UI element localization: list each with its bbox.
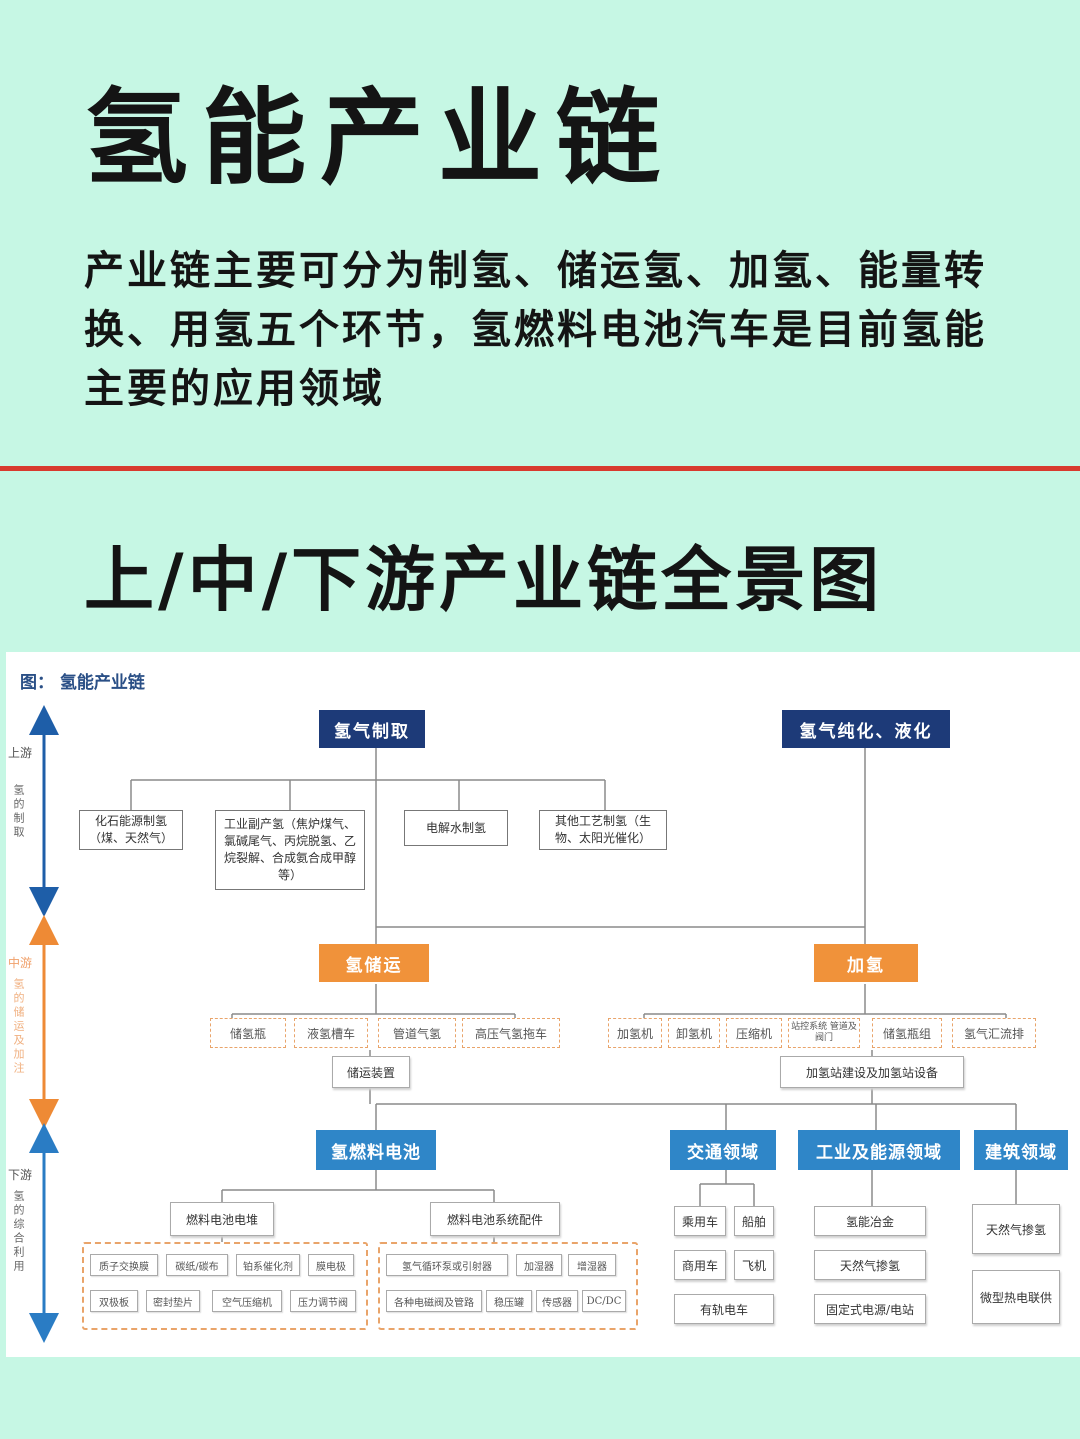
- system-parts-group: [378, 1242, 638, 1330]
- hydrogen-refueling-box: 加氢: [814, 944, 918, 982]
- refuel-item: 储氢瓶组: [872, 1018, 942, 1048]
- stack-part: 质子交换膜: [90, 1254, 158, 1276]
- section-subtitle: 上/中/下游产业链全景图: [84, 539, 884, 621]
- other-process-hydrogen-box: 其他工艺制氢（生物、太阳光催化）: [539, 810, 667, 850]
- system-part: 稳压罐: [486, 1290, 532, 1312]
- side-downstream-text: 氢的综合利用: [12, 1190, 25, 1274]
- system-part: 增湿器: [568, 1254, 616, 1276]
- transport-field-box: 交通领域: [670, 1130, 776, 1170]
- section-divider: [0, 466, 1080, 471]
- side-midstream-head: 中游: [8, 956, 33, 970]
- system-part: 氢气循环泵或引射器: [386, 1254, 508, 1276]
- system-part: 传感器: [536, 1290, 578, 1312]
- side-upstream-head: 上游: [8, 746, 33, 760]
- storage-item: 储氢瓶: [210, 1018, 286, 1048]
- connector-lines: [29, 705, 1017, 1343]
- stack-part: 双极板: [90, 1290, 138, 1312]
- industry-item: 氢能冶金: [814, 1206, 926, 1236]
- side-upstream-text: 氢的制取: [12, 784, 25, 840]
- transport-item: 船舶: [734, 1206, 774, 1236]
- industry-item: 固定式电源/电站: [814, 1294, 926, 1324]
- refuel-item: 卸氢机: [668, 1018, 720, 1048]
- building-item: 天然气掺氢: [972, 1204, 1060, 1254]
- page-description: 产业链主要可分为制氢、储运氢、加氢、能量转换、用氢五个环节，氢燃料电池汽车是目前…: [84, 248, 987, 412]
- stack-parts-group: [82, 1242, 368, 1330]
- building-item: 微型热电联供: [972, 1270, 1060, 1324]
- storage-item: 高压气氢拖车: [462, 1018, 560, 1048]
- refuel-item: 氢气汇流排: [952, 1018, 1036, 1048]
- refuel-item: 站控系统 管道及阀门: [788, 1018, 860, 1048]
- transport-item: 乘用车: [674, 1206, 726, 1236]
- fuel-cell-stack-box: 燃料电池电堆: [170, 1202, 274, 1236]
- system-part: DC/DC: [582, 1290, 626, 1312]
- stack-part: 铂系催化剂: [236, 1254, 300, 1276]
- industrial-byproduct-hydrogen-box: 工业副产氢（焦炉煤气、氯碱尾气、丙烷脱氢、乙烷裂解、合成氨合成甲醇等）: [215, 810, 365, 890]
- transport-item: 商用车: [674, 1250, 726, 1280]
- hydrogen-purification-box: 氢气纯化、液化: [782, 710, 950, 748]
- industry-chain-diagram: 图： 氢能产业链 上游 氢的制取 中游 氢的储运及加注 下游 氢的综合利用 氢气…: [6, 652, 1080, 1357]
- transport-item: 飞机: [734, 1250, 774, 1280]
- stack-part: 碳纸/碳布: [166, 1254, 228, 1276]
- side-midstream-text: 氢的储运及加注: [12, 978, 25, 1076]
- stack-part: 压力调节阀: [290, 1290, 356, 1312]
- hydrogen-storage-transport-box: 氢储运: [319, 944, 429, 982]
- transport-item: 有轨电车: [674, 1294, 774, 1324]
- system-part: 各种电磁阀及管路: [386, 1290, 482, 1312]
- industry-energy-field-box: 工业及能源领域: [798, 1130, 960, 1170]
- page-title: 氢能产业链: [84, 77, 675, 199]
- industry-item: 天然气掺氢: [814, 1250, 926, 1280]
- storage-item: 管道气氢: [378, 1018, 456, 1048]
- storage-item: 液氢槽车: [294, 1018, 368, 1048]
- figure-caption: 图： 氢能产业链: [20, 673, 145, 693]
- fuel-cell-system-parts-box: 燃料电池系统配件: [430, 1202, 560, 1236]
- electrolysis-hydrogen-box: 电解水制氢: [404, 810, 508, 846]
- fossil-hydrogen-box: 化石能源制氢（煤、天然气）: [79, 810, 183, 850]
- refuel-item: 加氢机: [608, 1018, 662, 1048]
- stack-part: 膜电极: [308, 1254, 354, 1276]
- hydrogen-production-box: 氢气制取: [319, 710, 425, 748]
- stack-part: 空气压缩机: [212, 1290, 282, 1312]
- refuel-item: 压缩机: [726, 1018, 782, 1048]
- system-part: 加湿器: [516, 1254, 562, 1276]
- storage-equipment-box: 储运装置: [332, 1056, 410, 1088]
- side-downstream-head: 下游: [8, 1168, 33, 1182]
- stack-part: 密封垫片: [146, 1290, 200, 1312]
- building-field-box: 建筑领域: [974, 1130, 1068, 1170]
- station-equipment-box: 加氢站建设及加氢站设备: [780, 1056, 964, 1088]
- fuel-cell-box: 氢燃料电池: [316, 1130, 436, 1170]
